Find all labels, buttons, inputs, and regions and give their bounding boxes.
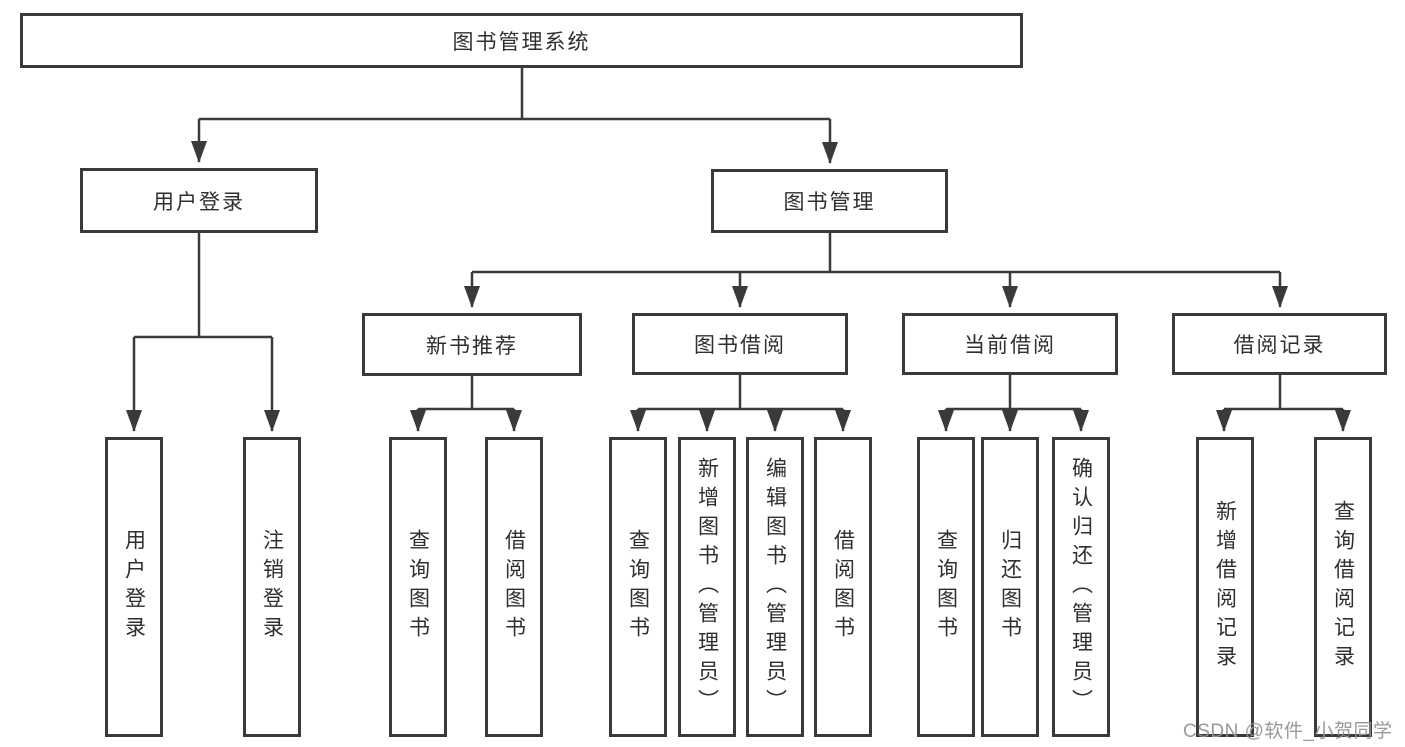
node-label: 查询图书 (934, 529, 958, 645)
node-label: 新书推荐 (426, 334, 518, 358)
leaf-add-borrow-record: 新增借阅记录 (1196, 437, 1254, 737)
node-new-book-recommend: 新书推荐 (362, 313, 582, 376)
leaf-add-book-admin: 新增图书（管理员） (678, 437, 736, 737)
node-label: 借阅记录 (1233, 334, 1326, 357)
node-label: 查询借阅记录 (1331, 500, 1355, 674)
node-user-login: 用户登录 (80, 168, 318, 233)
node-label: 借阅图书 (831, 529, 855, 645)
node-label: 查询图书 (626, 529, 650, 645)
node-label: 新增图书（管理员） (695, 456, 719, 718)
leaf-confirm-return-admin: 确认归还（管理员） (1052, 437, 1110, 737)
node-label: 图书借阅 (694, 334, 786, 357)
node-label: 归还图书 (998, 529, 1022, 645)
node-label: 借阅图书 (502, 529, 526, 645)
leaf-logout: 注销登录 (243, 437, 301, 737)
node-label: 当前借阅 (964, 334, 1056, 357)
leaf-user-login: 用户登录 (105, 437, 163, 737)
leaf-query-books-recommend: 查询图书 (389, 437, 447, 737)
node-label: 用户登录 (153, 190, 245, 214)
watermark: CSDN @软件_小贺同学 (1183, 721, 1393, 742)
node-book-management: 图书管理 (711, 169, 948, 233)
node-borrow-records: 借阅记录 (1172, 313, 1387, 375)
node-label: 用户登录 (122, 529, 146, 645)
leaf-edit-book-admin: 编辑图书（管理员） (746, 437, 804, 737)
node-label: 新增借阅记录 (1213, 500, 1237, 674)
node-label: 图书管理系统 (452, 30, 591, 54)
node-label: 确认归还（管理员） (1069, 456, 1093, 718)
node-label: 编辑图书（管理员） (763, 456, 787, 718)
leaf-query-borrow-record: 查询借阅记录 (1314, 437, 1372, 737)
leaf-return-book: 归还图书 (981, 437, 1039, 737)
node-label: 注销登录 (260, 529, 284, 645)
node-library-management-system: 图书管理系统 (20, 13, 1023, 68)
leaf-query-books-borrow: 查询图书 (609, 437, 667, 737)
node-current-borrow: 当前借阅 (902, 313, 1118, 375)
leaf-borrow-books: 借阅图书 (814, 437, 872, 737)
leaf-borrow-books-recommend: 借阅图书 (485, 437, 543, 737)
leaf-query-books-current: 查询图书 (917, 437, 975, 737)
node-label: 图书管理 (783, 191, 876, 214)
node-label: 查询图书 (406, 529, 430, 645)
node-book-borrow: 图书借阅 (632, 313, 848, 375)
